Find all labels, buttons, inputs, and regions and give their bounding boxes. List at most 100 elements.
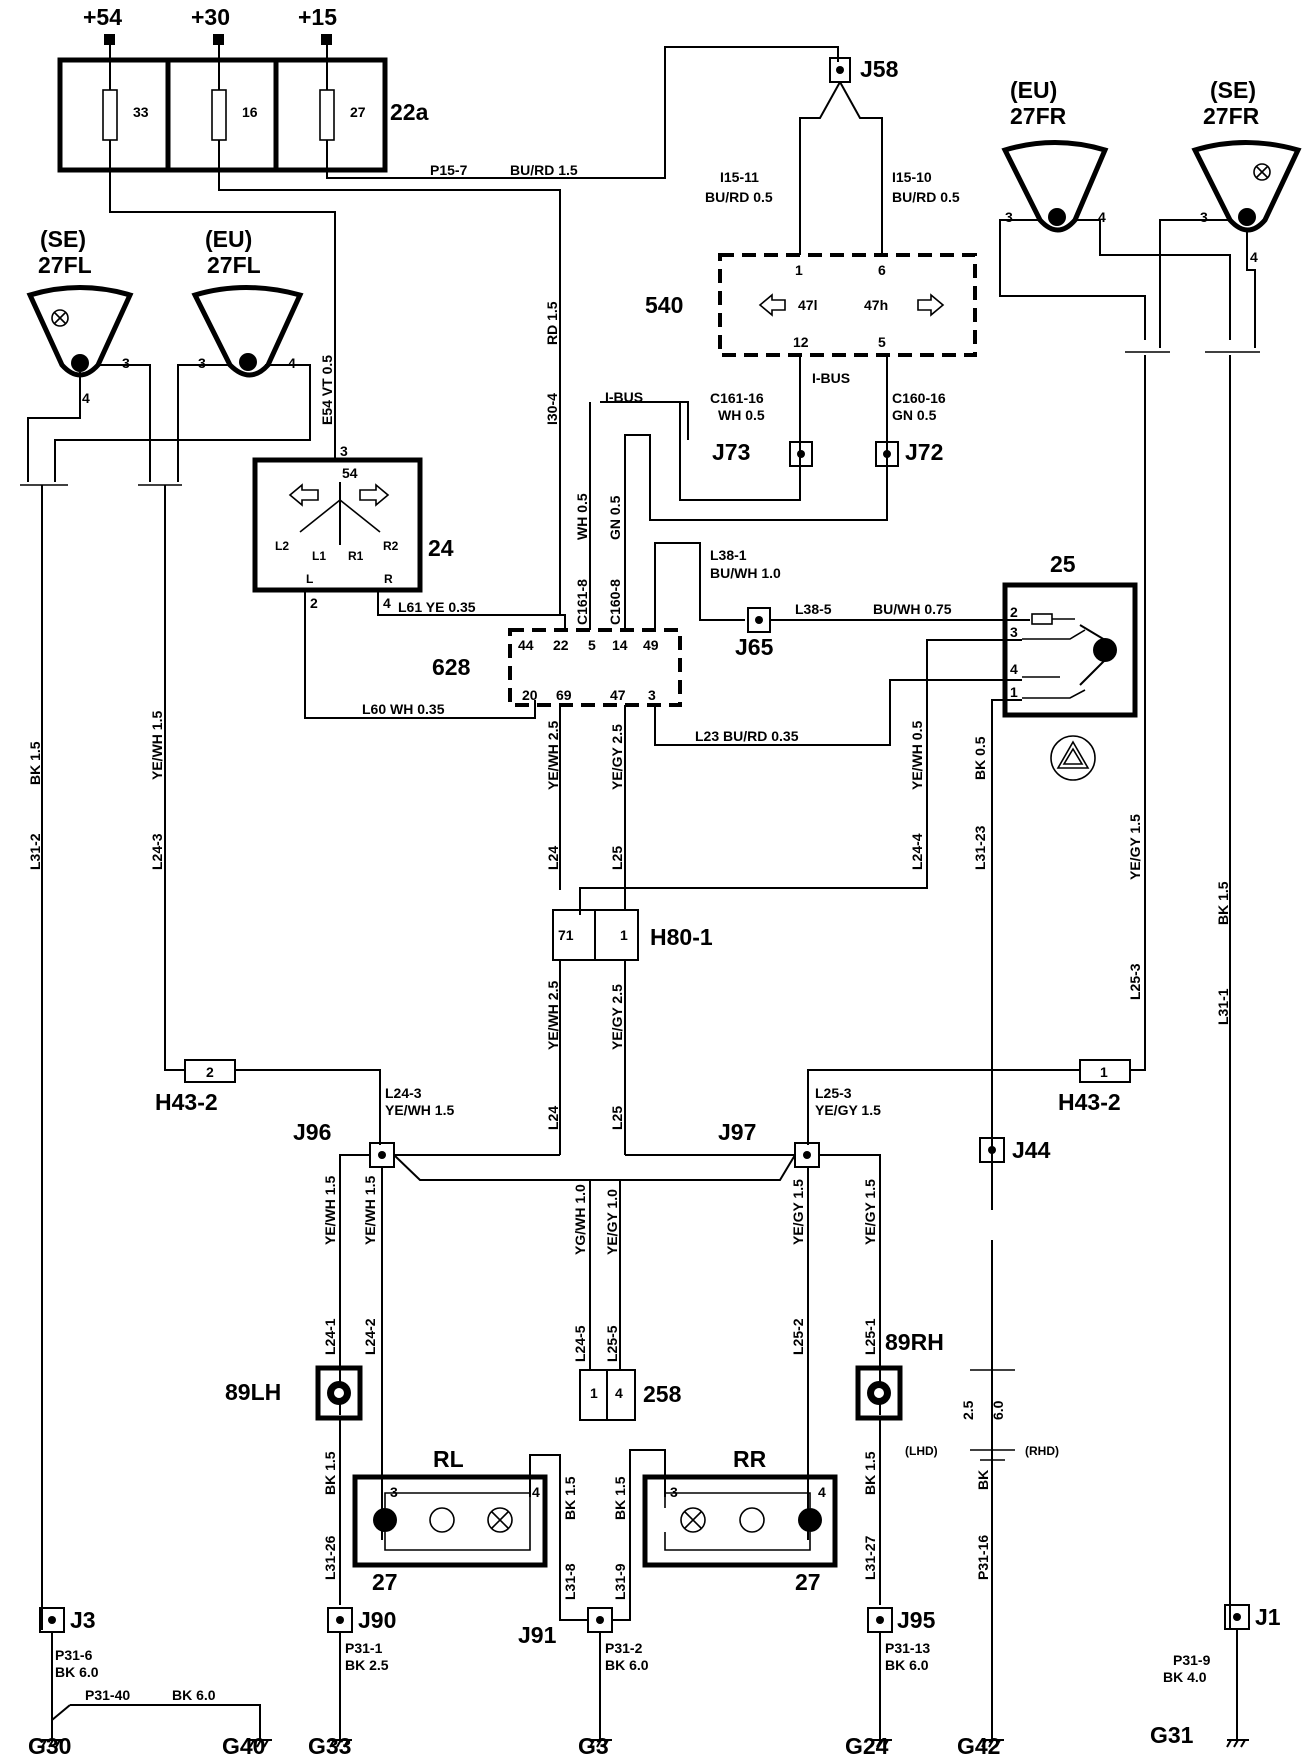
label-p44: 44 <box>518 637 534 653</box>
label-yegy15: YE/GY 1.5 <box>1127 814 1143 880</box>
label-l38-1: L38-1 <box>710 547 747 563</box>
label-j65: J65 <box>735 634 774 660</box>
wire-e54 <box>109 140 336 460</box>
label-p31-2: P31-2 <box>605 1640 643 1656</box>
fuse-box-22a: +54 +30 +15 33 16 27 22a <box>57 4 429 173</box>
hazard-switch-25: 25 2 3 4 1 <box>1002 551 1138 718</box>
label-p4: 4 <box>1098 209 1106 225</box>
wire-l24-3 <box>164 485 185 1071</box>
wire-l60 <box>304 592 536 719</box>
ground-g31: G31 <box>1150 1722 1194 1748</box>
wire-l25-3 <box>1130 355 1146 1071</box>
label-p5b: 5 <box>588 637 596 653</box>
label-p22: 22 <box>553 637 569 653</box>
label-p31-16: P31-16 <box>975 1535 991 1580</box>
label-h43: H43-2 <box>1058 1089 1121 1115</box>
ground-g33: G33 <box>308 1733 351 1756</box>
label-bk60: BK 6.0 <box>172 1687 216 1703</box>
junction-j91: J91 <box>518 1607 613 1648</box>
label-p3: 3 <box>670 1484 678 1500</box>
label-p4: 4 <box>532 1484 540 1500</box>
fuse-16-label: 16 <box>242 104 258 120</box>
label-r1: R1 <box>348 549 364 563</box>
label-l1: L1 <box>312 549 326 563</box>
wire-p31-40 <box>70 1704 261 1740</box>
label-bk60: BK 6.0 <box>885 1657 929 1673</box>
label-pr: R <box>384 572 393 586</box>
lhd-rhd-split: 2.5 6.0 (LHD) (RHD) <box>905 1369 1059 1461</box>
label-l31-1: L31-1 <box>1215 988 1231 1025</box>
label-m25: 25 <box>1050 551 1076 577</box>
label-l25: L25 <box>609 1106 625 1130</box>
label-i15-10c: BU/RD 0.5 <box>892 189 960 205</box>
label-l24: L24 <box>545 1106 561 1130</box>
wire-fl-eu-4 <box>54 364 311 482</box>
wire-l31-23 <box>991 699 1022 1210</box>
hazard-warning-icon <box>1050 735 1096 781</box>
label-p4: 4 <box>82 390 90 406</box>
junction-j65: J65 <box>735 607 774 660</box>
label-p3: 3 <box>198 355 206 371</box>
label-i30-4: I30-4 <box>544 393 560 425</box>
junction-j3: J3 <box>39 1607 96 1633</box>
label-rhd: (RHD) <box>1025 1444 1059 1458</box>
right-arrow-icon <box>917 293 945 317</box>
label-i15-11c: BU/RD 0.5 <box>705 189 773 205</box>
label-p4: 4 <box>288 355 296 371</box>
label-lhd: (LHD) <box>905 1444 938 1458</box>
connector-h43-2-right: 1 H43-2 <box>1058 1059 1131 1115</box>
label-c161-16c: WH 0.5 <box>718 407 765 423</box>
label-wh05: WH 0.5 <box>574 493 590 540</box>
label-l31-9: L31-9 <box>612 1563 628 1600</box>
label-pl: L <box>306 572 313 586</box>
label-l24-3: L24-3 <box>149 833 165 870</box>
wire-fr-se-3 <box>1159 219 1230 348</box>
label-p20: 20 <box>522 687 538 703</box>
junction-j95: J95 <box>867 1607 936 1633</box>
label-se: (SE) <box>1210 77 1256 103</box>
label-l24-3bc: YE/WH 1.5 <box>385 1102 454 1118</box>
label-l31-2: L31-2 <box>27 833 43 870</box>
wire-fl-se-4 <box>27 372 81 482</box>
label-p14: 14 <box>612 637 628 653</box>
label-bk: BK <box>975 1470 991 1490</box>
label-p1b: 1 <box>620 927 628 943</box>
wire-l38-1 <box>654 542 745 630</box>
label-yegy25: YE/GY 2.5 <box>609 724 625 790</box>
label-v60: 6.0 <box>990 1400 1006 1420</box>
label-p31-1: P31-1 <box>345 1640 383 1656</box>
label-h43: H43-2 <box>155 1089 218 1115</box>
label-rl: RL <box>433 1446 464 1472</box>
label-h43p2: 2 <box>206 1064 214 1080</box>
label-l25-3: L25-3 <box>1127 963 1143 1000</box>
label-i15-10: I15-10 <box>892 169 932 185</box>
module-628: 628 44 22 5 14 49 20 69 47 3 <box>432 628 682 707</box>
label-p71: 71 <box>558 927 574 943</box>
wire-p15-7 <box>326 46 839 179</box>
terminal-54-label: +54 <box>83 4 122 30</box>
label-h80: H80-1 <box>650 924 713 950</box>
label-p4: 4 <box>615 1385 623 1401</box>
p15-7-color: BU/RD 1.5 <box>510 162 578 178</box>
label-yegy10: YE/GY 1.0 <box>604 1189 620 1255</box>
label-eu: (EU) <box>205 226 252 252</box>
label-yegy15b: YE/GY 1.5 <box>790 1179 806 1245</box>
label-eu: (EU) <box>1010 77 1057 103</box>
lamp-27fl-eu: (EU) 27FL 3 4 <box>191 226 304 378</box>
label-l25-1: L25-1 <box>862 1318 878 1355</box>
ground-symbols <box>41 1739 1249 1748</box>
label-l60: L60 WH 0.35 <box>362 701 445 717</box>
label-c161-8: C161-8 <box>574 579 590 625</box>
label-p1: 1 <box>1010 684 1018 700</box>
label-j96: J96 <box>293 1119 331 1145</box>
label-l31-27: L31-27 <box>862 1535 878 1580</box>
label-j73: J73 <box>712 439 750 465</box>
label-i15-11: I15-11 <box>720 169 759 185</box>
wire-h43-j97 <box>807 1069 1080 1145</box>
label-bk60: BK 6.0 <box>55 1664 99 1680</box>
label-p1: 1 <box>590 1385 598 1401</box>
label-p47: 47 <box>610 687 626 703</box>
label-rd15: RD 1.5 <box>544 301 560 345</box>
label-l25-2: L25-2 <box>790 1318 806 1355</box>
wire-l24-1 <box>339 1154 370 1415</box>
